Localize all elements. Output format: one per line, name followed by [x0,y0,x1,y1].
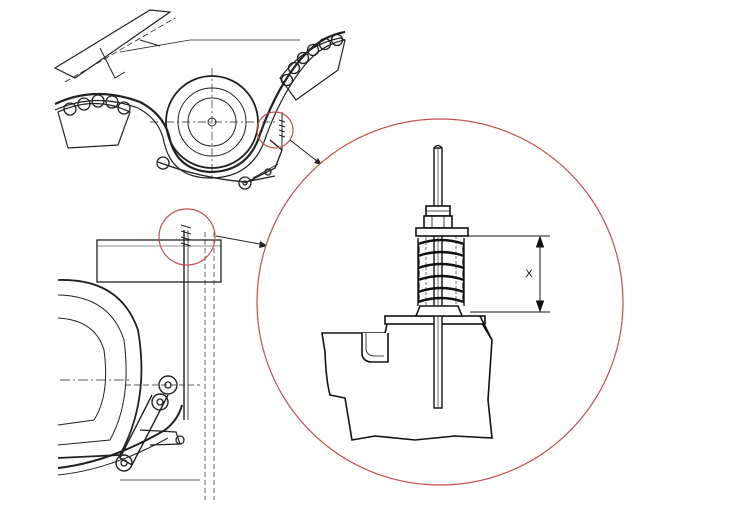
dimension-x [468,235,550,313]
dimension-arrow-top [535,235,545,248]
top-overview-drawing [53,9,346,190]
magnified-spring-assembly [321,144,493,441]
dimension-arrow-bottom [535,300,545,313]
bottom-left-drawing [57,224,222,500]
top-callout [256,111,323,166]
dimension-label: X [525,268,533,280]
bottom-callout [158,208,268,266]
